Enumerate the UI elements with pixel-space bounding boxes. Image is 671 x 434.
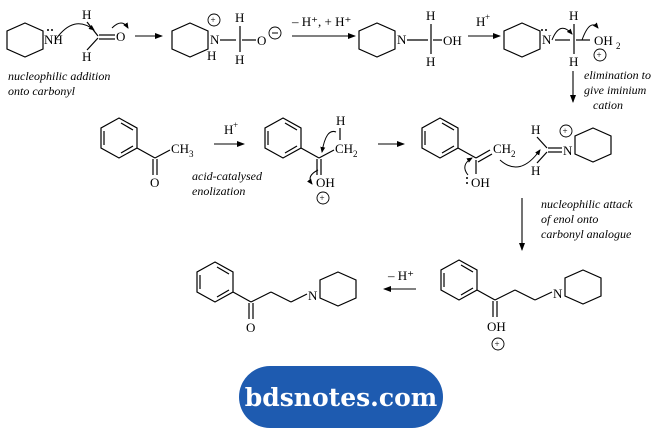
ch3-label: CH <box>171 141 189 156</box>
iminium-cation-molecule: H H N + <box>531 122 612 178</box>
h-label: H <box>336 113 345 128</box>
h-label: H <box>82 7 91 22</box>
oh2-label: OH <box>594 33 613 48</box>
oh-label: OH <box>471 175 490 190</box>
svg-text:+: + <box>597 50 602 60</box>
svg-text:+: + <box>563 126 568 136</box>
curly-arrow <box>111 22 129 29</box>
svg-text:+: + <box>211 15 216 25</box>
n-label: N <box>210 32 220 47</box>
h-label: H <box>82 49 91 64</box>
caption-nucleophilic-addition: nucleophilic addition onto carbonyl <box>8 69 113 98</box>
h-label: H <box>531 163 540 178</box>
protonated-hemiaminal-molecule: N H H OH 2 + <box>503 8 621 69</box>
mannich-base-molecule: N O <box>196 261 357 335</box>
h-label: H <box>531 122 540 137</box>
website-banner[interactable]: bdsnotes.com <box>239 366 443 428</box>
piperidine-molecule: NH <box>6 22 63 58</box>
banner-text: bdsnotes.com <box>244 382 438 412</box>
svg-text:+: + <box>495 339 500 349</box>
caption-nucleophilic-attack: nucleophilic attack of enol onto carbony… <box>541 197 636 241</box>
svg-text:3: 3 <box>189 149 194 159</box>
h-label: H <box>207 48 216 63</box>
h-label: H <box>235 10 244 25</box>
o-label: O <box>116 29 125 44</box>
o-label: O <box>246 320 255 335</box>
ch2-label: CH <box>335 141 353 156</box>
h-label: H <box>569 8 578 23</box>
svg-text:2: 2 <box>616 41 621 51</box>
curly-arrow <box>55 23 95 40</box>
oh-label: OH <box>487 319 506 334</box>
n-label: N <box>542 32 552 47</box>
protonated-ketone-molecule: CH 2 H OH + <box>264 113 358 205</box>
acetophenone-molecule: CH 3 O <box>100 117 194 190</box>
caption-elimination: elimination to give iminium cation <box>584 68 654 112</box>
o-label: O <box>257 33 266 48</box>
h-label: H <box>569 54 578 69</box>
oh-label: OH <box>316 175 335 190</box>
n-label: N <box>563 143 573 158</box>
ch2-label: CH <box>493 141 511 156</box>
formaldehyde-molecule: H H O <box>82 7 125 64</box>
svg-text:2: 2 <box>511 149 516 159</box>
svg-text:+: + <box>233 120 238 130</box>
caption-acid-enolization: acid-catalysed enolization <box>192 169 265 198</box>
n-label: N <box>308 288 318 303</box>
acid-label: H <box>476 14 485 29</box>
h-label: H <box>235 52 244 67</box>
n-label: N <box>397 32 407 47</box>
protonated-mannich-product-molecule: N OH + <box>440 259 602 351</box>
hemiaminal-molecule: N H H OH <box>358 8 462 69</box>
h-label: H <box>426 54 435 69</box>
proton-transfer-label: – H⁺, + H⁺ <box>291 14 351 29</box>
h-label: H <box>426 8 435 23</box>
acid-label: H <box>224 122 233 137</box>
n-label: N <box>553 286 563 301</box>
svg-text:+: + <box>485 12 490 22</box>
svg-text:2: 2 <box>353 149 358 159</box>
o-label: O <box>150 175 159 190</box>
deprotonation-label: – H⁺ <box>387 268 414 283</box>
zwitterion-molecule: N + H H H O <box>171 10 282 67</box>
svg-text:+: + <box>320 193 325 203</box>
enol-molecule: CH 2 OH <box>421 117 541 190</box>
oh-label: OH <box>443 33 462 48</box>
